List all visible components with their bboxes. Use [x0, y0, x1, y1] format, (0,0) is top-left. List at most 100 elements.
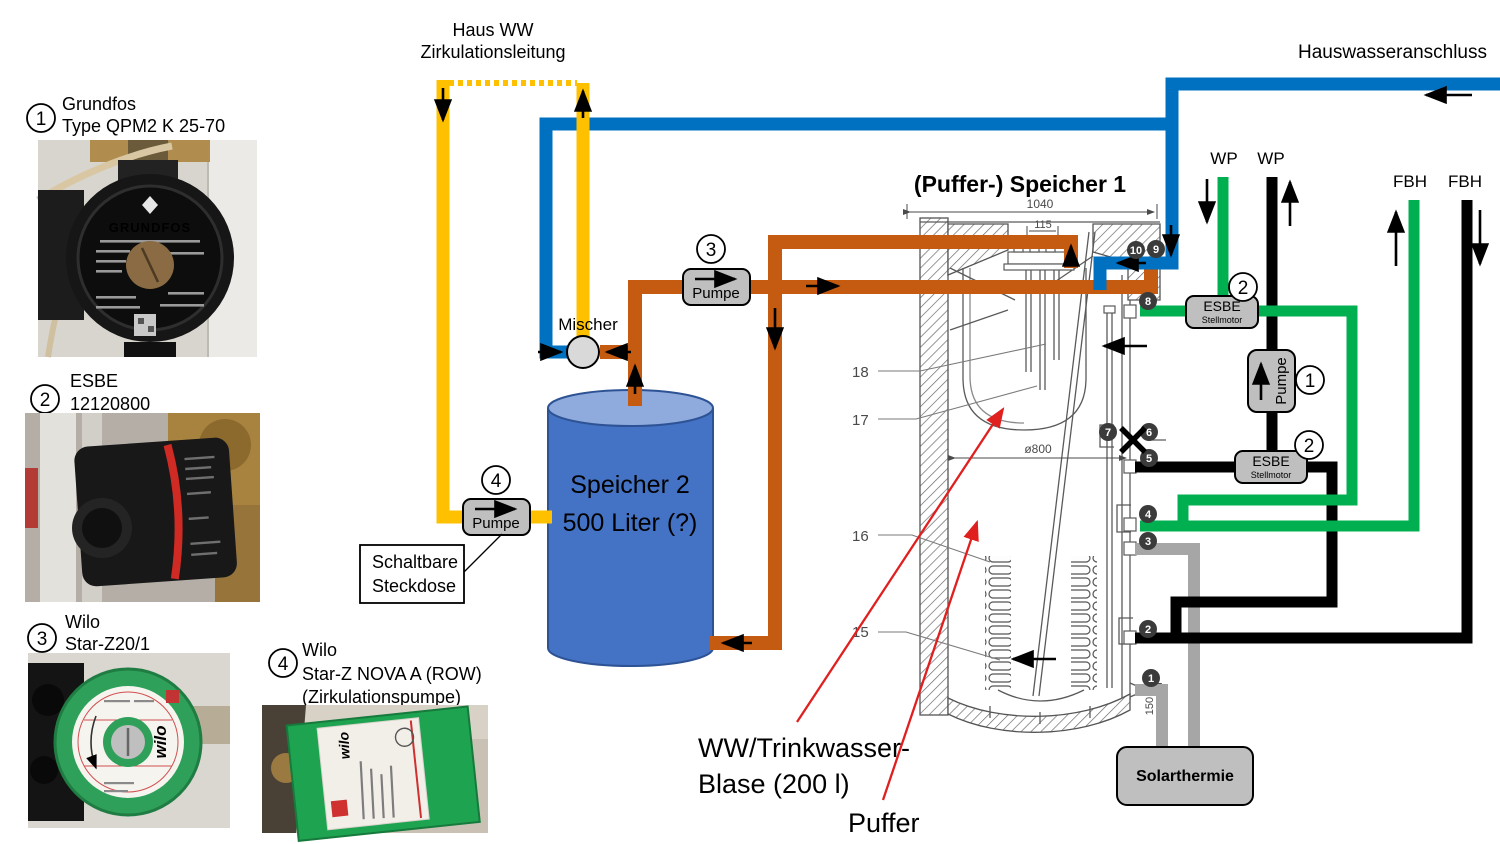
part-label-17: 17: [852, 412, 869, 429]
esbe2-label: ESBE: [1252, 453, 1289, 469]
ww-blase-label-line2: Blase (200 l): [698, 769, 850, 799]
esbe1-sublabel: Stellmotor: [1202, 315, 1243, 325]
conn-6: 6: [1146, 427, 1152, 439]
conn-4: 4: [1145, 509, 1152, 521]
solarthermie-label: Solarthermie: [1136, 768, 1234, 785]
photo-grundfos-pump: GRUNDFOS: [36, 140, 257, 358]
zirkulation-return-pipe: [436, 80, 466, 524]
speicher2-label-line2: 500 Liter (?): [563, 509, 698, 537]
part-label-15: 15: [852, 624, 869, 641]
legend-badge-1-number: 1: [36, 109, 47, 130]
puffer-label: Puffer: [848, 808, 920, 838]
legend-badge-4-number: 4: [278, 654, 289, 675]
puffer-pointer-line: [881, 519, 979, 801]
conn4-fbh-supply-pipe: [1140, 200, 1420, 532]
speicher1-title: (Puffer-) Speicher 1: [914, 171, 1126, 197]
legend-item-4-line1: Wilo: [302, 640, 337, 660]
esbe2-sublabel: Stellmotor: [1251, 470, 1292, 480]
conn2-fbh-return-pipe: [1135, 200, 1473, 644]
solarthermie-box: [1116, 746, 1254, 806]
legend-item-3-line1: Wilo: [65, 612, 100, 632]
photo-esbe-actuator: [25, 413, 260, 602]
grundfos-brand-text: GRUNDFOS: [109, 220, 191, 235]
esbe2-box: [1234, 450, 1308, 484]
legend-item-1-line1: Grundfos: [62, 94, 136, 114]
legend-badge-4: [268, 648, 298, 678]
pump1-label: Pumpe: [1273, 357, 1290, 405]
esbe1-loop-pipe: [1177, 305, 1358, 526]
esbe1-badge-number: 2: [1238, 278, 1249, 299]
speicher2-tank: Speicher 2 500 Liter (?): [547, 389, 714, 667]
flow-arrows: [433, 85, 1490, 669]
legend-item-2-line2: 12120800: [70, 394, 150, 414]
esbe2-badge-number: 2: [1304, 436, 1315, 457]
legend-item-2-line1: ESBE: [70, 371, 118, 391]
pump4-label: Pumpe: [472, 515, 520, 532]
esbe2-loop-pipe: [1170, 461, 1338, 638]
mischer-valve: [566, 335, 600, 369]
steckdose-label-line1: Schaltbare: [372, 552, 458, 572]
conn6-x-mark: [1119, 426, 1147, 454]
legend-item-4-line2: Star-Z NOVA A (ROW): [302, 664, 482, 684]
text-labels: Haus WW Zirkulationsleitung Hauswasseran…: [420, 20, 1487, 197]
legend-badge-3-number: 3: [37, 629, 48, 650]
wilo-nova-brand-text: wilo: [335, 731, 352, 759]
connection-points: 10 9 8 7 6 5 4 3 2 1: [1099, 240, 1165, 687]
pump3-badge: [696, 234, 726, 264]
hauswasseranschluss-label: Hauswasseranschluss: [1298, 42, 1487, 63]
legend-item-4-line3: (Zirkulationspumpe): [302, 687, 461, 707]
wp-label-2: WP: [1257, 149, 1284, 168]
ww-blase-label-line1: WW/Trinkwasser-: [698, 733, 910, 763]
pump1-badge-number: 1: [1305, 371, 1316, 392]
wp-label-1: WP: [1210, 149, 1237, 168]
mischer-label: Mischer: [558, 315, 618, 334]
conn-7: 7: [1105, 427, 1111, 439]
part-label-16: 16: [852, 528, 869, 545]
steckdose-label-line2: Steckdose: [372, 576, 456, 596]
esbe2-badge: [1294, 430, 1324, 460]
wilo-brand-text: wilo: [151, 725, 170, 758]
legend-item-3-line2: Star-Z20/1: [65, 634, 150, 654]
legend: 1 Grundfos Type QPM2 K 25-70 GRUNDFOS: [25, 94, 488, 842]
conn-10: 10: [1130, 245, 1142, 257]
legend-badge-3: [27, 623, 57, 653]
solar-pipe-supply: [1135, 543, 1200, 750]
nova-label-text-lines: [359, 761, 395, 820]
tank-bottom: [947, 692, 1131, 733]
annotations: WW/Trinkwasser- Blase (200 l) Puffer: [698, 407, 1005, 838]
pump3-label: Pumpe: [692, 285, 740, 302]
pump4-badge: [481, 465, 511, 495]
conn-8: 8: [1145, 296, 1151, 308]
legend-item-1: 1 Grundfos Type QPM2 K 25-70: [26, 94, 225, 136]
tank-left-wall: [919, 217, 949, 716]
legend-item-4: 4 Wilo Star-Z NOVA A (ROW) (Zirkulations…: [268, 640, 482, 707]
legend-item-3: 3 Wilo Star-Z20/1: [27, 612, 150, 654]
photo-wilo-nova: wilo: [262, 705, 488, 842]
esbe1-box: [1185, 295, 1259, 329]
dim-800: ø800: [1024, 442, 1052, 456]
speicher1-technical-drawing: 1040 115: [852, 197, 1166, 733]
conn-2: 2: [1145, 624, 1151, 636]
solar-pipe-return: [1135, 684, 1168, 750]
pump1-badge: [1295, 365, 1325, 395]
ww-bladder-outline: [962, 268, 1087, 431]
conn-3: 3: [1145, 536, 1151, 548]
conn-5: 5: [1146, 453, 1152, 465]
legend-badge-1: [26, 103, 56, 133]
pump3-badge-number: 3: [706, 240, 717, 261]
solar-coil-left: [985, 556, 1011, 690]
dim-115: 115: [1034, 219, 1052, 231]
components: Mischer Pumpe 3 Pumpe 4 Schaltbare Steck…: [359, 234, 1325, 806]
dim-150: 150: [1144, 697, 1156, 715]
steckdose-box: [359, 544, 465, 604]
esbe-label-text-lines: [184, 455, 221, 556]
tank-to-speicher2-pipe: [710, 235, 1078, 650]
rotation-arrow: [86, 715, 97, 770]
pump4-badge-number: 4: [491, 471, 502, 492]
conn-9: 9: [1153, 244, 1159, 256]
legend-item-2: 2 ESBE 12120800: [30, 371, 150, 414]
fbh-label-2: FBH: [1448, 172, 1482, 191]
steckdose-leader-line: [463, 533, 503, 573]
